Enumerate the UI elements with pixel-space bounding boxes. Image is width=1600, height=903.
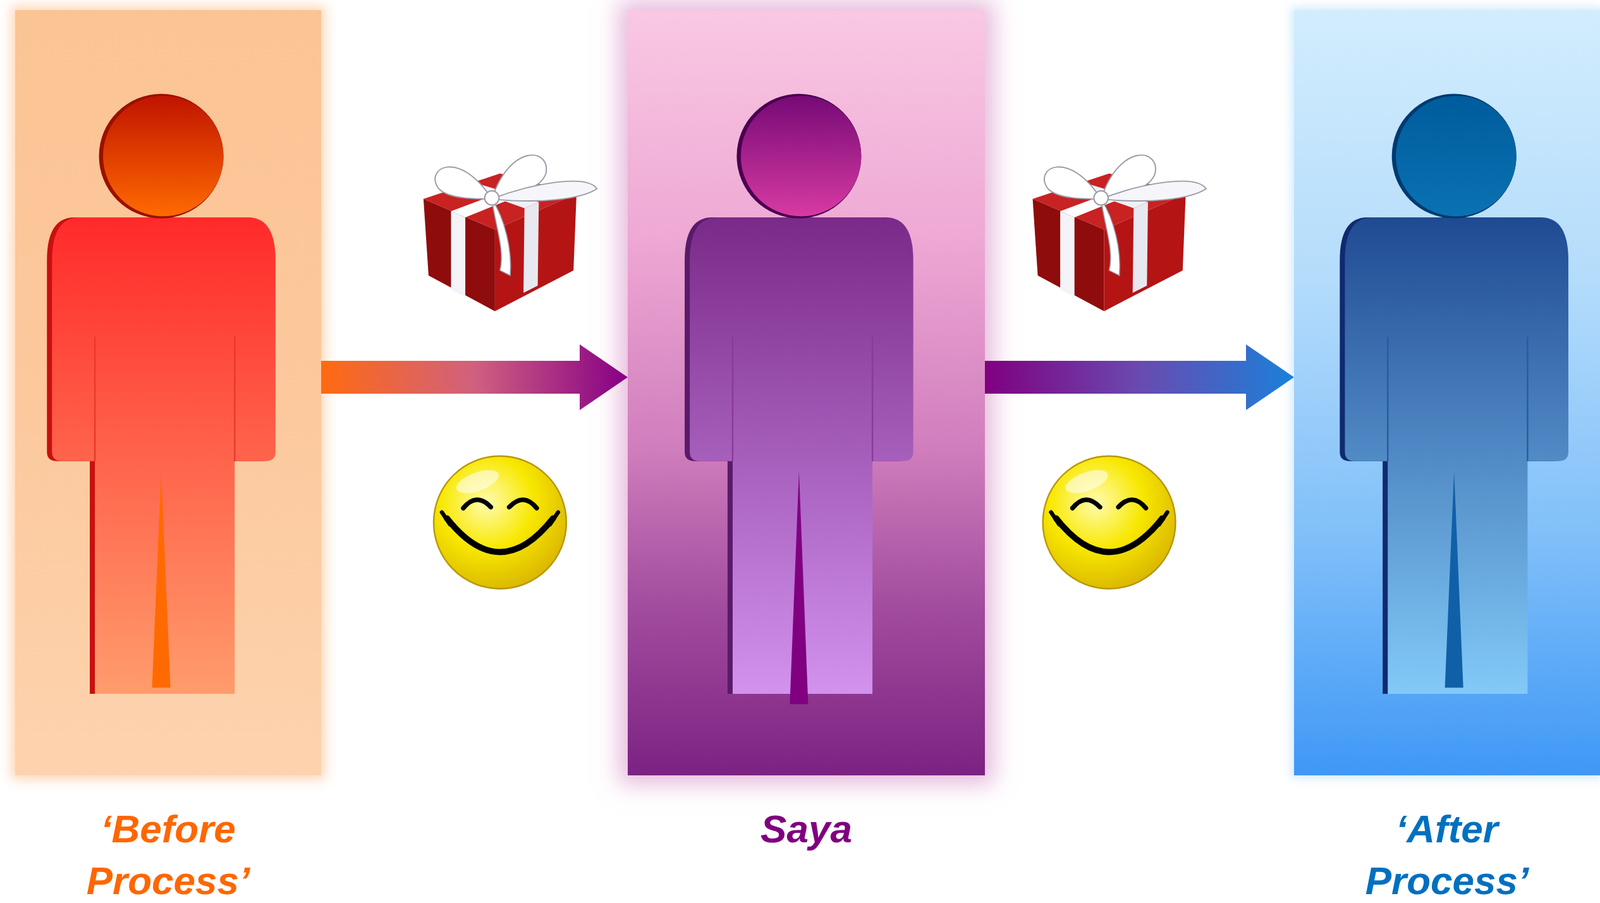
person-figure [684,94,914,705]
smiley-face [1043,456,1176,590]
flow-arrow [321,344,628,411]
person-panel: ‘After Process’ [1294,10,1600,776]
person-panel: ‘Before Process’ [15,10,322,776]
figure-label: ‘After Process’ [1314,803,1580,903]
person-panel: Saya [627,10,985,776]
gift-box [1032,154,1207,312]
person-figure [1339,94,1569,695]
gift-box [423,154,597,312]
figure-label: Saya [673,803,940,856]
person-figure [46,94,276,695]
figure-label: ‘Before Process’ [35,803,301,903]
flow-arrow [984,344,1295,411]
smiley-face [433,456,567,590]
